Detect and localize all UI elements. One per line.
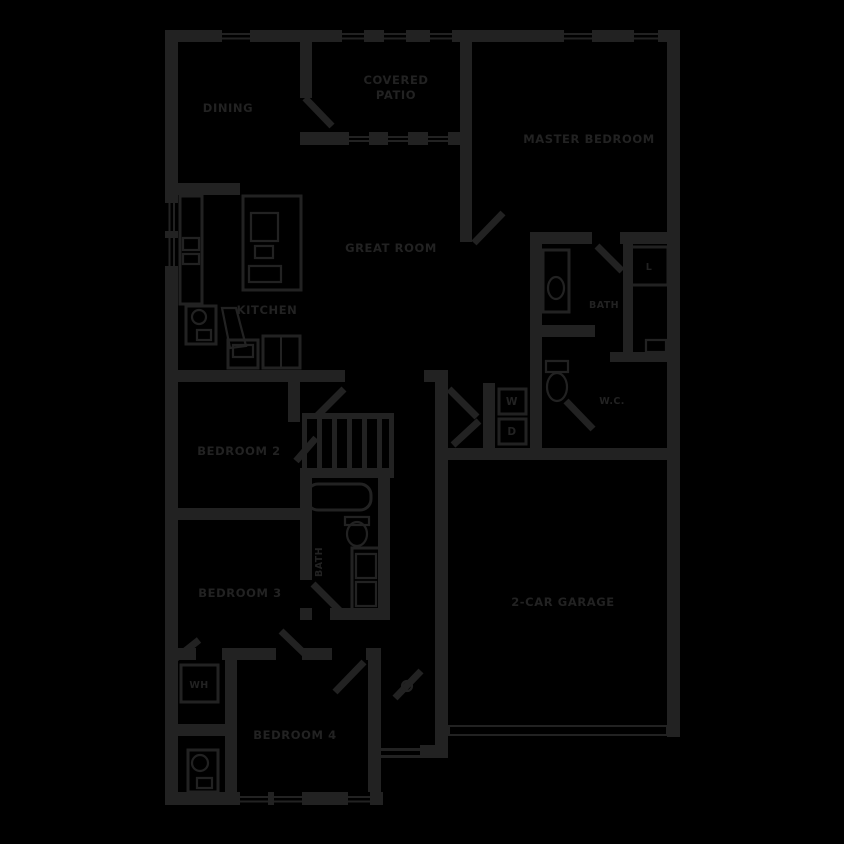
garage-door [448,725,668,736]
room-labels: DINING COVERED PATIO MASTER BEDROOM GREA… [189,73,654,742]
water-closet-label: W.C. [599,396,625,407]
windows [165,30,658,805]
dryer-icon [497,417,528,446]
hall-bath-fixtures [305,482,382,614]
entry-porch-steps [381,748,435,758]
dining-label: DINING [203,101,253,115]
bedroom-3-label: BEDROOM 3 [198,586,281,600]
closet-shelving [302,413,394,475]
kitchen-counter [178,194,204,306]
laundry-appliances [497,387,528,446]
bathtub-icon [305,482,373,512]
cooktop-icon [249,211,280,243]
linen-closet [628,245,670,287]
interior-walls [178,42,680,792]
toilet-icon [345,520,369,548]
water-heater-closet [179,663,220,704]
utility-fixtures [179,663,220,794]
bedroom-4-label: BEDROOM 4 [253,728,336,742]
kitchen-fixtures [178,194,303,370]
vanity [186,748,220,794]
vanity [350,546,382,614]
toilet-tank-icon [544,359,570,374]
shower-icon [644,338,668,354]
great-room-label: GREAT ROOM [345,241,437,255]
sink-icon [190,753,210,773]
dryer-label: D [507,426,516,438]
toilet-icon [545,371,569,403]
covered-patio-label-line1: COVERED [363,73,428,87]
master-bath-fixtures [541,245,670,403]
vanity [541,248,571,314]
kitchen-island [241,194,303,292]
sink-counter [184,304,218,346]
covered-patio-label-line2: PATIO [376,88,416,102]
door-swings [172,95,625,695]
door-knob-icon [400,679,414,693]
range-icon [226,338,260,370]
washer-label: W [506,396,518,408]
garage-label: 2-CAR GARAGE [511,595,615,609]
washer-icon [497,387,528,416]
master-bedroom-label: MASTER BEDROOM [523,132,655,146]
front-door [392,668,424,701]
exterior-walls [165,30,680,805]
kitchen-sink-icon [190,308,208,326]
hall-bath-label: BATH [314,547,325,577]
master-bath-label: BATH [589,300,619,311]
water-heater-label: WH [189,680,208,691]
bedroom-2-label: BEDROOM 2 [197,444,280,458]
linen-label: L [646,262,652,273]
toilet-tank-icon [343,515,371,527]
sink-icon [546,275,566,301]
kitchen-label: KITCHEN [237,303,298,317]
